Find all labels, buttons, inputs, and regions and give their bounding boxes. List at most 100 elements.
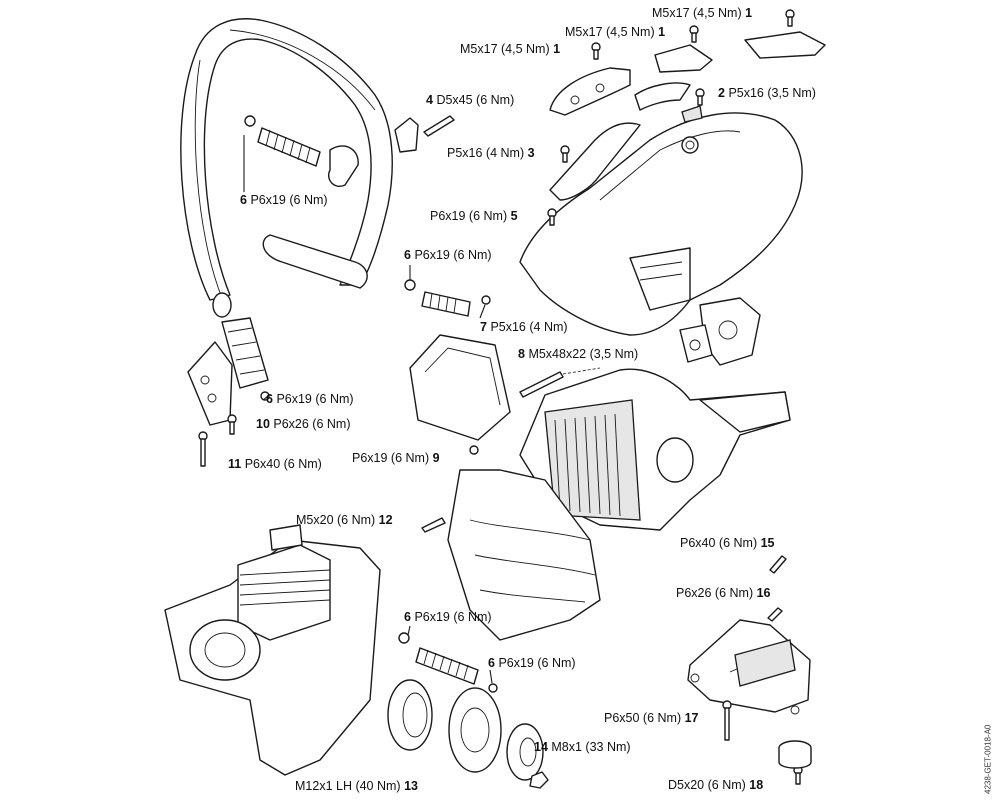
callout-13: M12x1 LH (40 Nm) 13 [295, 779, 418, 793]
callout-1a: M5x17 (4,5 Nm) 1 [652, 6, 752, 20]
callout-6b: 6 P6x19 (6 Nm) [404, 248, 492, 262]
annular-buffer-mid [404, 279, 491, 317]
callout-spec: P6x26 (6 Nm) [273, 417, 351, 431]
callout-spec: M5x17 (4,5 Nm) [460, 42, 550, 56]
callout-2: 2 P5x16 (3,5 Nm) [718, 86, 816, 100]
callout-number: 14 [534, 740, 548, 754]
callout-spec: P6x19 (6 Nm) [430, 209, 508, 223]
callout-18: D5x20 (6 Nm) 18 [668, 778, 763, 792]
callout-spec: M12x1 LH (40 Nm) [295, 779, 401, 793]
callout-10: 10 P6x26 (6 Nm) [256, 417, 351, 431]
callout-number: 9 [432, 451, 440, 465]
callout-9: P6x19 (6 Nm) 9 [352, 451, 440, 465]
callout-spec: M5x17 (4,5 Nm) [652, 6, 742, 20]
air-filter-housing [519, 368, 791, 531]
leader-lines [243, 135, 493, 684]
engine-assembly [164, 524, 381, 776]
callout-number: 6 [488, 656, 495, 670]
callout-7: 7 P5x16 (4 Nm) [480, 320, 568, 334]
callout-5: P6x19 (6 Nm) 5 [430, 209, 518, 223]
callout-4: 4 D5x45 (6 Nm) [426, 93, 514, 107]
callout-spec: P6x19 (6 Nm) [352, 451, 430, 465]
callout-number: 7 [480, 320, 487, 334]
clutch [506, 723, 544, 781]
screws-left [198, 414, 237, 467]
callout-number: 15 [760, 536, 775, 550]
callout-16: P6x26 (6 Nm) 16 [676, 586, 771, 600]
screws-top [547, 9, 795, 226]
callout-3: P5x16 (4 Nm) 3 [447, 146, 535, 160]
callout-spec: P6x40 (6 Nm) [244, 457, 322, 471]
document-code: 4238-GET-0018-A0 [983, 724, 992, 794]
callout-spec: P6x19 (6 Nm) [250, 193, 328, 207]
callout-6c: 6 P6x19 (6 Nm) [266, 392, 354, 406]
callout-number: 8 [518, 347, 525, 361]
callout-spec: P6x26 (6 Nm) [676, 586, 754, 600]
screw-4 [423, 115, 455, 137]
nut-14 [529, 771, 549, 789]
callout-6e: 6 P6x19 (6 Nm) [488, 656, 576, 670]
handle-bracket-right [687, 619, 811, 715]
callout-spec: D5x20 (6 Nm) [668, 778, 746, 792]
callout-11: 11 P6x40 (6 Nm) [228, 457, 322, 471]
callout-spec: M8x1 (33 Nm) [551, 740, 631, 754]
callout-spec: P6x19 (6 Nm) [276, 392, 354, 406]
callout-spec: M5x48x22 (3,5 Nm) [528, 347, 639, 361]
callout-number: 11 [228, 457, 242, 471]
callout-number: 1 [658, 25, 666, 39]
callout-number: 17 [684, 711, 699, 725]
callout-number: 1 [745, 6, 753, 20]
callout-number: 16 [756, 586, 771, 600]
callout-number: 6 [404, 248, 411, 262]
callout-spec: M5x17 (4,5 Nm) [565, 25, 655, 39]
fan-wheel [448, 687, 502, 773]
callout-17: P6x50 (6 Nm) 17 [604, 711, 699, 725]
callout-14: 14 M8x1 (33 Nm) [534, 740, 631, 754]
callout-spec: P5x16 (3,5 Nm) [728, 86, 816, 100]
shroud [447, 469, 601, 641]
callout-spec: P5x16 (4 Nm) [447, 146, 525, 160]
callout-6d: 6 P6x19 (6 Nm) [404, 610, 492, 624]
callout-15: P6x40 (6 Nm) 15 [680, 536, 775, 550]
callout-1b: M5x17 (4,5 Nm) 1 [565, 25, 665, 39]
callout-1c: M5x17 (4,5 Nm) 1 [460, 42, 560, 56]
annular-buffer-lower [398, 632, 498, 693]
handlebar [180, 18, 393, 318]
air-baffle [409, 334, 511, 441]
callout-6a: 6 P6x19 (6 Nm) [240, 193, 328, 207]
callout-number: 12 [378, 513, 393, 527]
callout-number: 13 [404, 779, 418, 793]
clutch-drum [387, 679, 433, 751]
buffer-block-left [187, 317, 270, 426]
callout-number: 6 [404, 610, 411, 624]
top-cover-caps [549, 31, 826, 123]
callout-spec: P6x40 (6 Nm) [680, 536, 758, 550]
callout-number: 6 [266, 392, 273, 406]
screw-12 [421, 517, 446, 533]
callout-number: 18 [749, 778, 764, 792]
callout-number: 6 [240, 193, 247, 207]
callout-spec: M5x20 (6 Nm) [296, 513, 376, 527]
callout-number: 5 [510, 209, 518, 223]
callout-12: M5x20 (6 Nm) 12 [296, 513, 393, 527]
callout-spec: P6x50 (6 Nm) [604, 711, 682, 725]
screw-9 [469, 445, 479, 455]
starter-cover [519, 112, 803, 336]
callout-number: 2 [718, 86, 725, 100]
callout-number: 3 [527, 146, 535, 160]
callout-spec: P6x19 (6 Nm) [414, 610, 492, 624]
screw-8 [519, 371, 564, 398]
handle-bracket [394, 117, 419, 153]
callout-8: 8 M5x48x22 (3,5 Nm) [518, 347, 638, 361]
callout-spec: P5x16 (4 Nm) [490, 320, 568, 334]
annular-buffer-upper [244, 115, 359, 187]
callout-spec: D5x45 (6 Nm) [436, 93, 515, 107]
carburetor [679, 297, 761, 366]
callout-number: 10 [256, 417, 270, 431]
callout-spec: P6x19 (6 Nm) [414, 248, 492, 262]
callout-spec: P6x19 (6 Nm) [498, 656, 576, 670]
callout-number: 1 [553, 42, 561, 56]
rubber-buffer [778, 740, 812, 769]
callout-number: 4 [426, 93, 433, 107]
